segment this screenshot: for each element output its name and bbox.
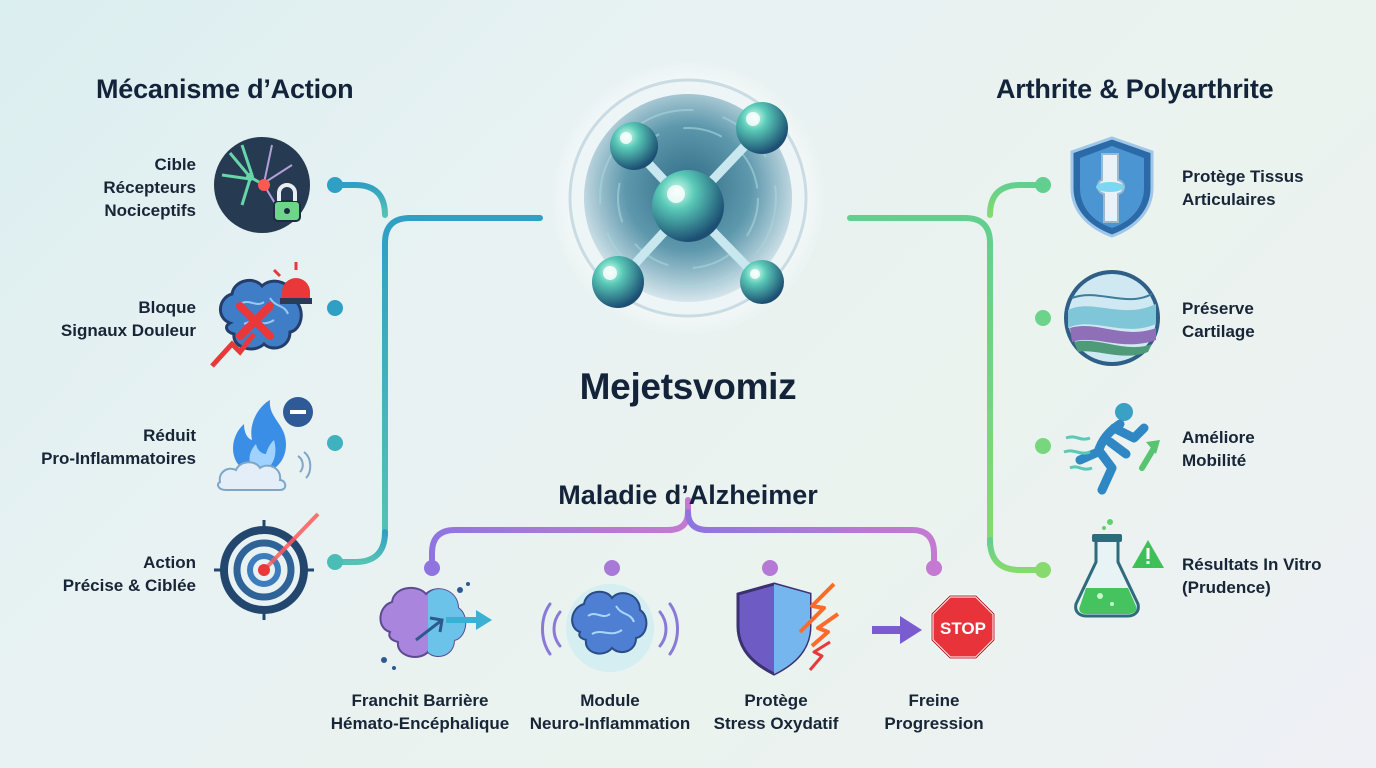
brain-barrier-icon xyxy=(376,580,494,676)
runner-icon xyxy=(1062,398,1162,498)
right-item-3-label: Améliore Mobilité xyxy=(1182,426,1255,472)
bottom-item-2-label: Module Neuro-Inflammation xyxy=(530,689,691,735)
left-item-1-label: Cible Récepteurs Nociceptifs xyxy=(103,153,196,222)
right-section-title: Arthrite & Polyarthrite xyxy=(996,74,1274,104)
shield-lightning-icon xyxy=(734,580,844,676)
label-line: Résultats In Vitro xyxy=(1182,555,1322,574)
label-line: Stress Oxydatif xyxy=(713,714,839,733)
right-item-1-label: Protège Tissus Articulaires xyxy=(1182,165,1304,211)
label-line: Cible xyxy=(154,155,196,174)
right-item-2-label: Préserve Cartilage xyxy=(1182,297,1255,343)
right-item-4-label: Résultats In Vitro (Prudence) xyxy=(1182,553,1322,599)
label-line: Améliore xyxy=(1182,428,1255,447)
label-line: Bloque xyxy=(138,298,196,317)
neuron-lock-icon xyxy=(212,135,312,235)
label-line: Progression xyxy=(884,714,984,733)
bottom-item-1-label: Franchit Barrière Hémato-Encéphalique xyxy=(331,689,510,735)
left-connectors xyxy=(332,182,543,565)
left-item-3-label: Réduit Pro-Inflammatoires xyxy=(41,424,196,470)
left-item-4-label: Action Précise & Ciblée xyxy=(63,551,196,597)
cartilage-icon xyxy=(1062,268,1162,368)
label-line: Protège Tissus xyxy=(1182,167,1304,186)
label-line: Mobilité xyxy=(1182,451,1247,470)
label-line: Protège xyxy=(744,691,808,710)
label-line: Neuro-Inflammation xyxy=(529,714,691,733)
label-line: Précise & Ciblée xyxy=(62,576,196,595)
left-section-title: Mécanisme d’Action xyxy=(96,74,354,104)
label-line: (Prudence) xyxy=(1182,578,1271,597)
bottom-item-3-label: Protège Stress Oxydatif xyxy=(714,689,839,735)
label-line: Articulaires xyxy=(1182,190,1276,209)
brain-alarm-icon xyxy=(210,262,312,368)
label-line: Hémato-Encéphalique xyxy=(330,714,510,733)
label-line: Réduit xyxy=(143,426,196,445)
label-line: Nociceptifs xyxy=(104,201,196,220)
hub-title: Mejetsvomiz xyxy=(579,366,797,407)
label-line: Récepteurs xyxy=(103,178,196,197)
label-line: Franchit Barrière xyxy=(351,691,489,710)
knee-shield-icon xyxy=(1062,136,1162,238)
target-icon xyxy=(214,512,320,620)
bottom-connectors xyxy=(429,422,937,571)
label-line: Pro-Inflammatoires xyxy=(41,449,196,468)
bottom-section-title: Maladie d’Alzheimer xyxy=(558,480,818,510)
right-connectors xyxy=(847,182,1046,573)
label-line: Signaux Douleur xyxy=(60,321,196,340)
label-line: Module xyxy=(580,691,640,710)
label-line: Freine xyxy=(908,691,960,710)
label-line: Action xyxy=(143,553,196,572)
stop-sign-text: STOP xyxy=(940,619,986,638)
flame-minus-icon xyxy=(214,394,314,494)
label-line: Cartilage xyxy=(1182,322,1255,341)
stop-sign-icon: STOP xyxy=(870,594,1002,666)
hub-molecule xyxy=(548,58,828,338)
brain-waves-icon xyxy=(540,582,680,674)
left-item-2-label: Bloque Signaux Douleur xyxy=(61,296,196,342)
bottom-item-4-label: Freine Progression xyxy=(884,689,983,735)
label-line: Préserve xyxy=(1182,299,1254,318)
flask-warning-icon xyxy=(1066,518,1166,618)
molecule-icon xyxy=(550,60,826,336)
